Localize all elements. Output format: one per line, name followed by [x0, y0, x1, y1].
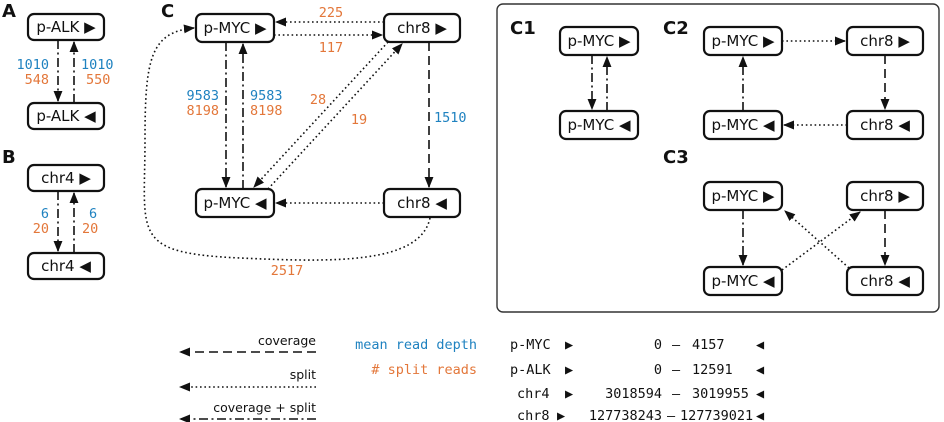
svg-text:chr4 ▶: chr4 ▶: [41, 169, 91, 187]
label-b-right-split: 20: [82, 221, 98, 237]
node-c2-chr8-reverse: chr8 ◀: [845, 109, 925, 141]
edge-c3-mycr-to-chr8: [781, 211, 861, 271]
label-c-myc-left-split: 8198: [186, 103, 219, 119]
node-c2-chr8-forward: chr8 ▶: [845, 25, 925, 57]
svg-text:–: –: [667, 408, 676, 422]
node-c-pmyc-reverse: p-MYC ◀: [194, 187, 276, 219]
region-row: chr8 ▶ 127738243 – 127739021 ◀: [517, 408, 765, 422]
svg-text:▶: ▶: [557, 408, 566, 422]
legend-mean-read-depth: mean read depth: [355, 337, 477, 353]
label-c-225: 225: [319, 5, 343, 21]
node-c1-pmyc-forward: p-MYC ▶: [558, 25, 640, 57]
node-c-chr8-forward: chr8 ▶: [382, 12, 462, 44]
svg-text:p-MYC ▶: p-MYC ▶: [712, 187, 775, 205]
label-a-right-split: 550: [86, 72, 110, 88]
region-end: 12591: [692, 362, 733, 378]
c-subpanel-frame: [496, 3, 940, 313]
svg-text:chr4 ◀: chr4 ◀: [41, 257, 91, 275]
svg-text:p-MYC ◀: p-MYC ◀: [204, 194, 267, 212]
label-c-chr8-depth: 1510: [434, 110, 467, 126]
label-b-right-depth: 6: [89, 206, 97, 222]
svg-text:p-MYC ▶: p-MYC ▶: [568, 32, 631, 50]
node-b-chr4-forward: chr4 ▶: [26, 163, 106, 193]
svg-text:p-MYC ◀: p-MYC ◀: [568, 116, 631, 134]
label-b-left-depth: 6: [41, 206, 49, 222]
svg-text:p-MYC ▶: p-MYC ▶: [712, 32, 775, 50]
svg-text:–: –: [672, 386, 681, 402]
svg-text:chr8 ▶: chr8 ▶: [860, 32, 910, 50]
svg-text:chr8 ◀: chr8 ◀: [397, 194, 447, 212]
region-end: 4157: [692, 337, 725, 353]
node-a-palk-reverse: p-ALK ◀: [26, 101, 106, 131]
svg-text:p-MYC ◀: p-MYC ◀: [712, 116, 775, 134]
svg-text:p-MYC ▶: p-MYC ▶: [204, 19, 267, 37]
label-a-left-depth: 1010: [16, 57, 49, 73]
panel-label-a: A: [2, 1, 16, 22]
node-c2-pmyc-reverse: p-MYC ◀: [702, 109, 784, 141]
region-start: 127738243: [589, 408, 662, 422]
region-name: chr4: [517, 386, 550, 402]
legend-split-label: split: [290, 367, 316, 382]
legend-split-reads: # split reads: [371, 362, 477, 378]
node-c3-chr8-reverse: chr8 ◀: [845, 265, 925, 297]
panel-label-c2: C2: [663, 18, 689, 39]
region-row: chr4 ▶ 3018594 – 3019955 ◀: [517, 386, 765, 402]
panel-label-c1: C1: [510, 18, 536, 39]
region-name: p-MYC: [510, 337, 551, 353]
svg-text:◀: ◀: [756, 337, 765, 353]
panel-label-c: C: [161, 1, 174, 22]
svg-text:▶: ▶: [565, 337, 574, 353]
label-c-myc-right-split: 8198: [250, 103, 283, 119]
svg-text:◀: ◀: [756, 386, 765, 402]
node-c-pmyc-forward: p-MYC ▶: [194, 12, 276, 44]
svg-text:p-ALK ▶: p-ALK ▶: [36, 18, 96, 36]
node-c3-pmyc-forward: p-MYC ▶: [702, 180, 784, 212]
svg-text:–: –: [672, 362, 681, 378]
node-b-chr4-reverse: chr4 ◀: [26, 251, 106, 281]
node-c2-pmyc-forward: p-MYC ▶: [702, 25, 784, 57]
edge-c-loop-2517: [143, 24, 431, 261]
panel-label-b: B: [2, 147, 16, 168]
edge-c3-chr8r-to-myc: [784, 210, 850, 269]
svg-text:chr8 ◀: chr8 ◀: [860, 116, 910, 134]
svg-text:◀: ◀: [756, 408, 765, 422]
node-a-palk-forward: p-ALK ▶: [26, 12, 106, 42]
edge-c-pmyc-to-chr8-diag-19: [267, 43, 403, 190]
node-c3-chr8-forward: chr8 ▶: [845, 180, 925, 212]
region-start: 0: [654, 337, 662, 353]
svg-text:chr8 ▶: chr8 ▶: [397, 19, 447, 37]
legend-coverage-split-label: coverage + split: [213, 400, 316, 415]
label-c-19: 19: [351, 112, 367, 128]
region-name: p-ALK: [510, 362, 552, 378]
label-a-right-depth: 1010: [81, 57, 114, 73]
label-c-2517: 2517: [271, 263, 304, 279]
node-c-chr8-reverse: chr8 ◀: [382, 187, 462, 219]
label-a-left-split: 548: [25, 72, 49, 88]
label-c-myc-left-depth: 9583: [186, 88, 219, 104]
panel-label-c3: C3: [663, 147, 689, 168]
svg-text:chr8 ◀: chr8 ◀: [860, 272, 910, 290]
label-c-28: 28: [310, 92, 326, 108]
node-c3-pmyc-reverse: p-MYC ◀: [702, 265, 784, 297]
region-end: 3019955: [692, 386, 749, 402]
region-row: p-MYC ▶ 0 – 4157 ◀: [510, 337, 765, 353]
legend-coverage-label: coverage: [258, 333, 316, 348]
svg-text:▶: ▶: [565, 386, 574, 402]
region-name: chr8: [517, 408, 550, 422]
region-start: 3018594: [605, 386, 662, 402]
region-start: 0: [654, 362, 662, 378]
label-c-117: 117: [319, 40, 343, 56]
region-row: p-ALK ▶ 0 – 12591 ◀: [510, 362, 765, 378]
region-end: 127739021: [680, 408, 753, 422]
svg-text:◀: ◀: [756, 362, 765, 378]
svg-text:p-MYC ◀: p-MYC ◀: [712, 272, 775, 290]
svg-text:chr8 ▶: chr8 ▶: [860, 187, 910, 205]
label-b-left-split: 20: [33, 221, 49, 237]
node-c1-pmyc-reverse: p-MYC ◀: [558, 109, 640, 141]
svg-text:▶: ▶: [565, 362, 574, 378]
svg-text:–: –: [672, 337, 681, 353]
svg-text:p-ALK ◀: p-ALK ◀: [36, 107, 96, 125]
label-c-myc-right-depth: 9583: [250, 88, 283, 104]
